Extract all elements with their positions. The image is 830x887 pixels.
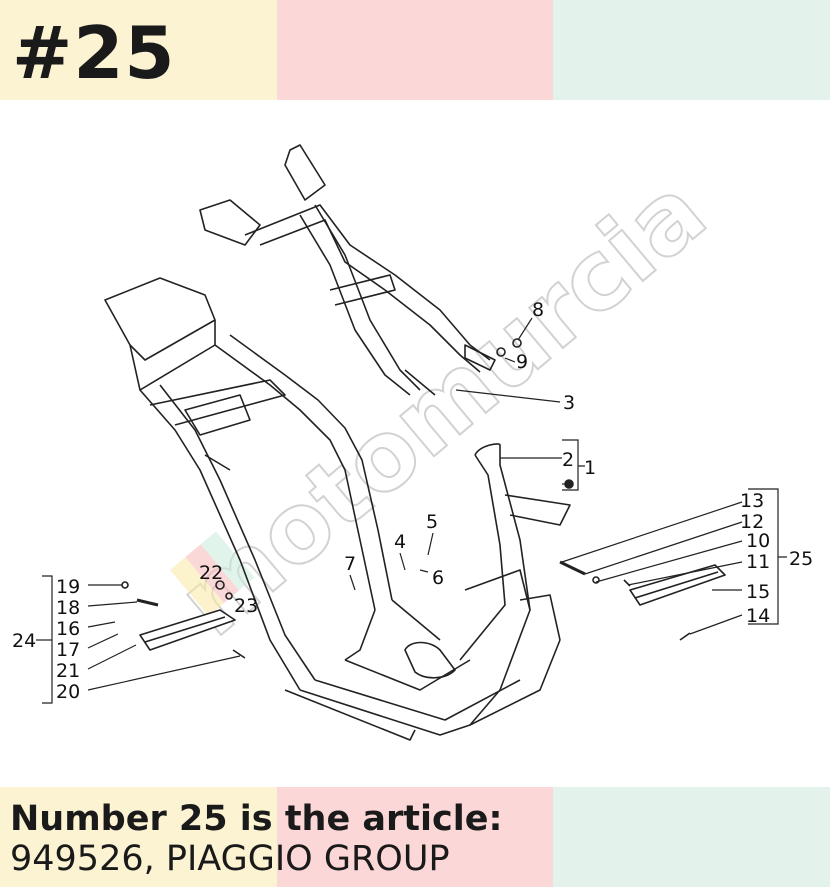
label-4: 4 — [394, 531, 406, 553]
frame-drawing — [104, 144, 726, 741]
label-18: 18 — [56, 597, 80, 619]
label-23: 23 — [234, 595, 258, 617]
parts-diagram: motomurcia — [12, 144, 813, 741]
page-title: #25 — [12, 11, 176, 95]
band-mint — [553, 787, 830, 887]
band-pink — [277, 0, 553, 100]
label-7: 7 — [344, 553, 356, 575]
label-25: 25 — [789, 548, 813, 570]
label-10: 10 — [746, 530, 770, 552]
band-mint — [553, 0, 830, 100]
leader-lines — [36, 317, 787, 704]
header-band — [0, 0, 830, 100]
caption-heading: Number 25 is the article: — [10, 799, 503, 839]
label-9: 9 — [516, 351, 528, 373]
label-14: 14 — [746, 605, 770, 627]
label-15: 15 — [746, 581, 770, 603]
caption-article: 949526, PIAGGIO GROUP — [10, 839, 450, 879]
label-24: 24 — [12, 630, 36, 652]
label-21: 21 — [56, 660, 80, 682]
label-22: 22 — [199, 562, 223, 584]
label-1: 1 — [584, 457, 596, 479]
part-labels: 1 2 3 4 5 6 7 8 9 10 11 12 13 14 15 16 1… — [12, 299, 813, 703]
footer-band — [0, 787, 830, 887]
label-16: 16 — [56, 618, 80, 640]
label-19: 19 — [56, 576, 80, 598]
label-3: 3 — [563, 392, 575, 414]
label-5: 5 — [426, 511, 438, 533]
band-yellow — [0, 787, 277, 887]
label-6: 6 — [432, 567, 444, 589]
label-2: 2 — [562, 449, 574, 471]
label-17: 17 — [56, 639, 80, 661]
label-12: 12 — [740, 511, 764, 533]
label-11: 11 — [746, 551, 770, 573]
label-13: 13 — [740, 490, 764, 512]
band-pink — [277, 787, 553, 887]
label-20: 20 — [56, 681, 80, 703]
label-8: 8 — [532, 299, 544, 321]
watermark-flag — [170, 531, 255, 616]
band-yellow — [0, 0, 277, 100]
